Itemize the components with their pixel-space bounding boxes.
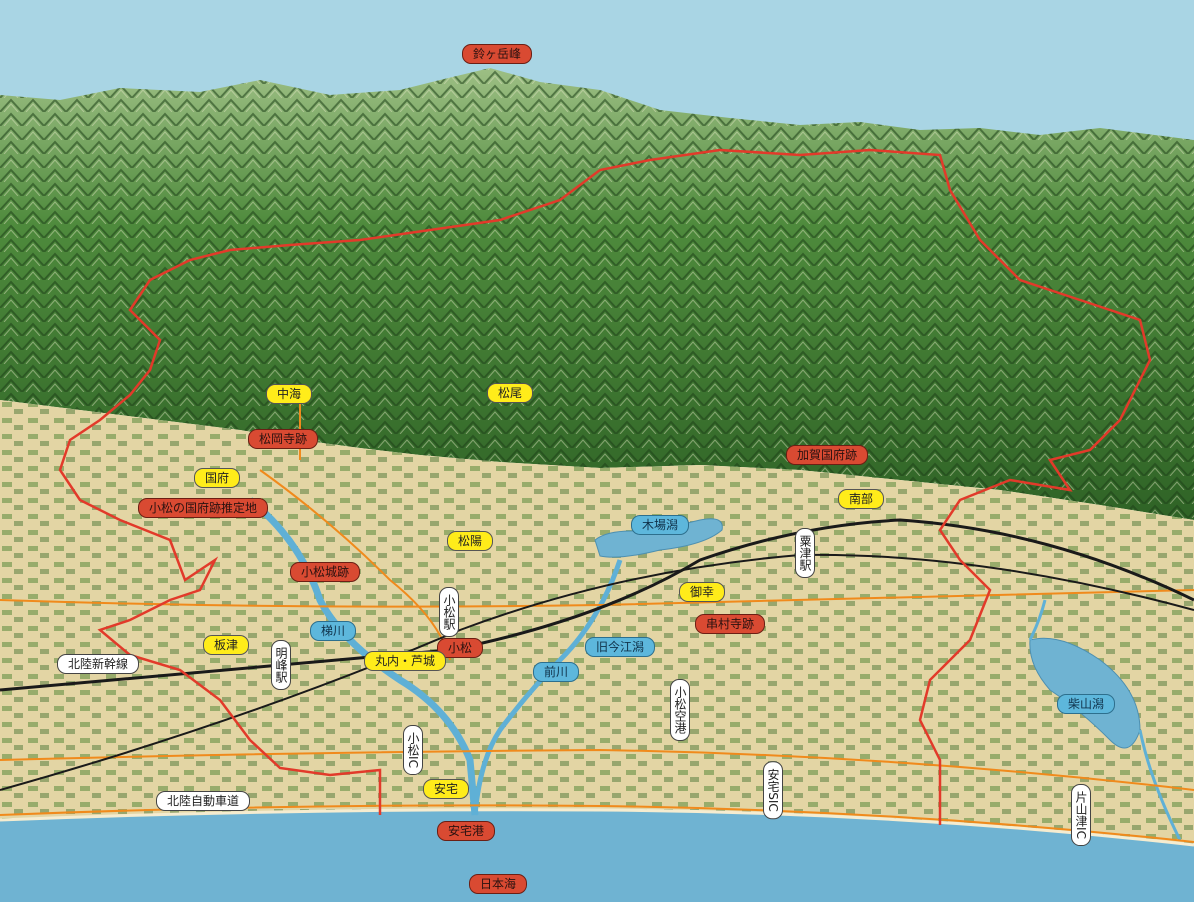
minato-harbor-label: 安宅港 (436, 821, 496, 841)
katayamazu-ic-label: 片山津IC (1071, 784, 1091, 846)
matsuhata-label: 松陽 (446, 531, 494, 551)
komatsu-station-label: 小松駅 (439, 587, 459, 637)
shinkansen-label: 北陸新幹線 (56, 654, 140, 674)
shibayama-lagoon-label: 柴山潟 (1056, 694, 1116, 714)
komatsu-port-label: 小松空港 (670, 679, 690, 741)
ridge-texture (0, 68, 1194, 520)
meiho-station-label: 明峰駅 (271, 640, 291, 690)
kokufu-label: 国府 (193, 468, 241, 488)
red-mid-label: 串村寺跡 (694, 614, 766, 634)
mitake-label: 御幸 (678, 582, 726, 602)
kakehashi-river-label: 梯川 (309, 621, 357, 641)
nanbu-label: 南部 (837, 489, 885, 509)
kiba-lake-label: 木場潟 (630, 515, 690, 535)
kanatsu-station-label: 粟津駅 (795, 528, 815, 578)
red-center-label: 小松 (436, 638, 484, 658)
coastline (0, 808, 1194, 847)
road-1 (0, 589, 1194, 608)
city-boundary-line (58, 148, 1152, 825)
peak-label: 鈴ヶ岳峰 (461, 44, 533, 64)
marunouchi-label: 丸内・芦城 (363, 651, 447, 671)
komatsu-ic-label: 小松IC (403, 725, 423, 775)
ataka-label: 安宅 (422, 779, 470, 799)
maeno-river-line (472, 559, 623, 816)
nakaumi-site-label: 松岡寺跡 (247, 429, 319, 449)
ataka-sic-label: 安宅SIC (763, 761, 783, 819)
road-2 (0, 748, 1194, 791)
shibayama-lake-shape (1029, 637, 1141, 749)
expressway-label: 北陸自動車道 (155, 791, 251, 811)
imae-lagoon-label: 旧今江潟 (584, 637, 656, 657)
hokuriku-line (0, 553, 1194, 791)
itazu-label: 板津 (202, 635, 250, 655)
sea-area (0, 809, 1194, 902)
plain-area (0, 400, 1194, 850)
outflow-line (1138, 729, 1182, 841)
shinkansen-line (0, 518, 1194, 692)
kokufu-site-label: 小松の国府跡推定地 (137, 498, 269, 518)
nakaumi-label: 中海 (265, 384, 313, 404)
maeno-river-label: 前川 (532, 662, 580, 682)
south-site-label: 加賀国府跡 (785, 445, 869, 465)
sea-label: 日本海 (468, 874, 528, 894)
castle-site-label: 小松城跡 (289, 562, 361, 582)
road-4 (259, 469, 451, 661)
matsuo-label: 松尾 (486, 383, 534, 403)
stream-line (1028, 599, 1047, 641)
